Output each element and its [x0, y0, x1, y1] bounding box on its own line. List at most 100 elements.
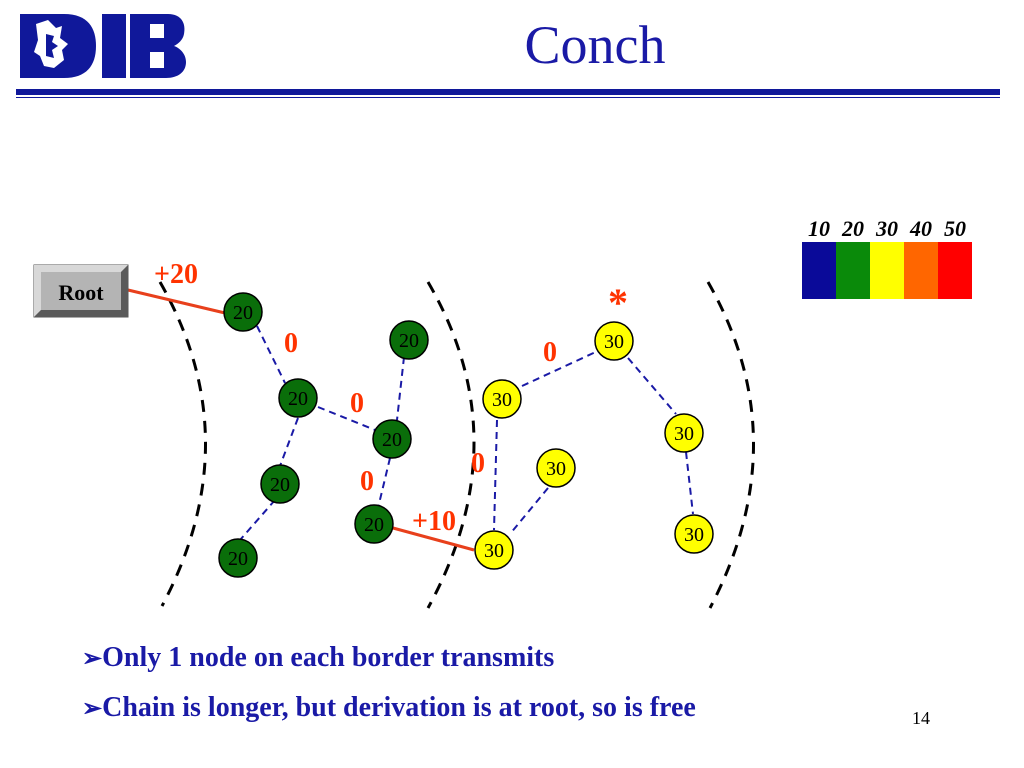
- tree-edge: [279, 417, 299, 467]
- title-rule-thin: [16, 97, 1000, 98]
- bullet-text: Chain is longer, but derivation is at ro…: [102, 692, 696, 723]
- sensor-node-label: 30: [604, 331, 624, 353]
- tree-edge: [256, 325, 286, 384]
- sensor-node-circle: [278, 378, 318, 418]
- tree-edge: [377, 457, 391, 509]
- region-border-left: [158, 281, 207, 607]
- duke-logo-bar: [102, 14, 126, 78]
- bullet-item: ➢Only 1 node on each border transmits: [82, 642, 554, 674]
- sensor-node: 20: [218, 538, 258, 578]
- legend-swatch: [904, 242, 938, 299]
- sensor-node-label: 30: [492, 389, 512, 411]
- sensor-node-circle: [474, 530, 514, 570]
- sensor-node-circle: [594, 321, 634, 361]
- legend-swatch: [802, 242, 836, 299]
- sensor-node-circle: [482, 379, 522, 419]
- legend-label: 30: [875, 216, 898, 241]
- root-box-shadow: [34, 265, 128, 317]
- legend-label: 10: [808, 216, 830, 241]
- duke-logo-devil-detail: [46, 34, 58, 58]
- bullet-arrow-icon: ➢: [82, 696, 103, 722]
- page-title: Conch: [524, 15, 666, 75]
- legend-swatch: [938, 242, 972, 299]
- sensor-node: 20: [354, 504, 394, 544]
- legend-label: 50: [944, 216, 966, 241]
- sensor-node-circle: [372, 419, 412, 459]
- page-number: 14: [912, 708, 930, 728]
- sensor-node-circle: [223, 292, 263, 332]
- sensor-node-label: 20: [270, 474, 290, 496]
- sensor-node-circle: [664, 413, 704, 453]
- sensor-node-circle: [674, 514, 714, 554]
- tree-edge: [317, 406, 376, 431]
- edge-labels: +20 0 0 0 +10 0 0: [154, 259, 557, 537]
- sensor-node-circle: [389, 320, 429, 360]
- duke-logo-letter-b: [130, 14, 186, 78]
- edge-label: +20: [154, 259, 198, 290]
- bullet-item: ➢Chain is longer, but derivation is at r…: [82, 692, 696, 724]
- duke-logo-b-hole-bottom: [150, 52, 164, 68]
- tree-edge: [509, 487, 549, 535]
- sensor-node-circle: [260, 464, 300, 504]
- root-label: Root: [58, 280, 104, 305]
- tree-edge: [627, 357, 677, 415]
- sensor-node: 30: [474, 530, 514, 570]
- root-box-highlight: [34, 265, 128, 317]
- sensor-node-label: 30: [674, 423, 694, 445]
- sensor-node-label: 20: [233, 302, 253, 324]
- tree-edges: [239, 325, 694, 541]
- edge-label: 0: [543, 337, 557, 368]
- edge-label: 0: [284, 328, 298, 359]
- solid-edge-border-crossing: [392, 526, 475, 552]
- legend-label: 20: [841, 216, 864, 241]
- sensor-node: 30: [594, 321, 634, 361]
- sensor-node-label: 20: [382, 429, 402, 451]
- sensor-node: 30: [674, 514, 714, 554]
- sensor-node: 20: [372, 419, 412, 459]
- sensor-node: 20: [389, 320, 429, 360]
- tree-edge: [493, 419, 498, 531]
- sensor-node-label: 20: [399, 330, 419, 352]
- sensor-node-label: 20: [228, 548, 248, 570]
- bullet-text: Only 1 node on each border transmits: [102, 642, 555, 673]
- region-border-middle: [426, 281, 476, 609]
- bullet-arrow-icon: ➢: [82, 646, 103, 672]
- tree-edge: [239, 499, 276, 541]
- sensor-node: 30: [664, 413, 704, 453]
- tree-edge: [521, 349, 601, 387]
- duke-logo: [20, 14, 186, 78]
- edge-label: +10: [412, 506, 456, 537]
- region-border-right: [706, 281, 755, 609]
- root-node: Root: [33, 264, 129, 318]
- sensor-node-label: 30: [684, 524, 704, 546]
- edge-label: 0: [360, 466, 374, 497]
- tree-edge: [685, 451, 694, 515]
- sensor-node: 20: [278, 378, 318, 418]
- sensor-node: 20: [260, 464, 300, 504]
- sensor-node: 30: [536, 448, 576, 488]
- network-diagram: Root 20 20 20 20 20 20 20 30 30 30 30 30 30 +20 0 0 …: [33, 216, 972, 609]
- sensor-node-label: 30: [546, 458, 566, 480]
- sensor-node: 30: [482, 379, 522, 419]
- sensor-node-circle: [536, 448, 576, 488]
- tree-edge: [396, 356, 405, 421]
- root-box-face: [41, 272, 121, 310]
- duke-logo-b-hole-top: [150, 24, 164, 38]
- edge-label: 0: [350, 388, 364, 419]
- sensor-node-circle: [354, 504, 394, 544]
- sensor-node-label: 20: [288, 388, 308, 410]
- edge-label: 0: [471, 448, 485, 479]
- sensor-node-circle: [218, 538, 258, 578]
- nodes: 20 20 20 20 20 20 20 30 30 30 30 30 30: [218, 292, 714, 578]
- color-legend: 10 20 30 40 50: [802, 216, 972, 299]
- title-rule: [16, 89, 1000, 95]
- sensor-node: 20: [223, 292, 263, 332]
- sensor-node-label: 20: [364, 514, 384, 536]
- legend-label: 40: [909, 216, 932, 241]
- star-marker: *: [608, 280, 628, 325]
- solid-edge-root-to-node: [127, 288, 226, 315]
- legend-swatch: [870, 242, 904, 299]
- sensor-node-label: 30: [484, 540, 504, 562]
- legend-swatch: [836, 242, 870, 299]
